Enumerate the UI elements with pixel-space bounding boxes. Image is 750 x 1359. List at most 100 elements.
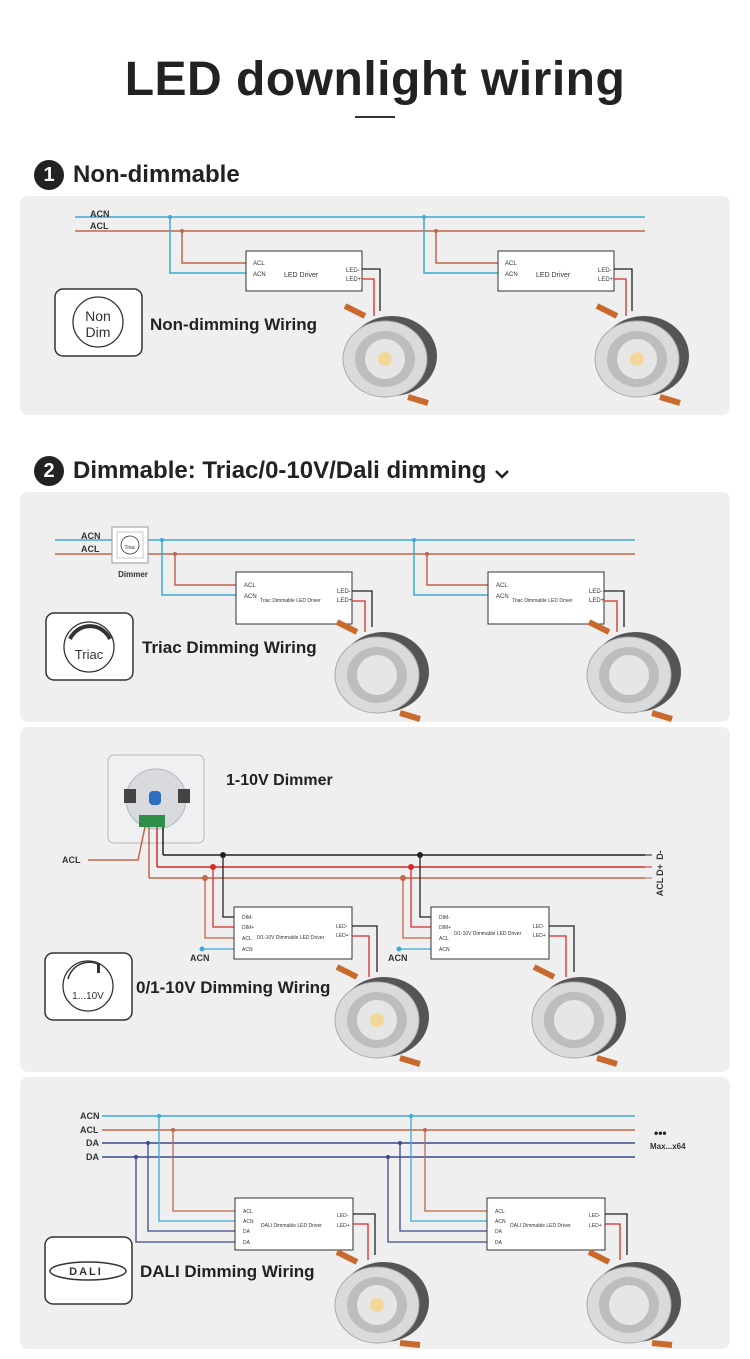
badge-text: 1...10V (72, 991, 104, 1002)
driver-input-dim-minus: DIM- (242, 915, 253, 921)
dimmer-label: Dimmer (118, 570, 148, 579)
driver-output-minus: LED- (337, 589, 351, 595)
driver-name: Triac Dimmable LED Driver (260, 598, 321, 604)
driver-input-acn: ACN (244, 594, 257, 600)
dali-dimming-diagram: ACN ACL DA DA ••• Max...x64 ACL ACN DA D… (44, 1111, 686, 1348)
driver-input-acn: ACN (243, 1219, 254, 1225)
acn-input-label: ACN (388, 953, 408, 963)
non-dimming-diagram: ACN ACL ACL ACN LED Driver LED- LED+ ACL… (54, 209, 689, 406)
downlight-icon (594, 303, 689, 406)
dali-driver-2: ACL ACN DA DA DALI Dimmable LED Driver L… (486, 1197, 606, 1251)
driver-output-plus: LED+ (337, 598, 353, 604)
driver-input-acn: ACN (505, 272, 518, 278)
downlight-icon (334, 964, 429, 1067)
downlight-icon (586, 1249, 681, 1348)
terminal-acl-label: ACL (655, 877, 665, 896)
terminal-d-minus-label: D- (655, 850, 665, 860)
wiring-caption: 0/1-10V Dimming Wiring (136, 978, 330, 997)
downlight-icon (531, 964, 626, 1067)
driver-input-da: DA (243, 1240, 251, 1246)
driver-input-acn: ACN (242, 947, 253, 953)
downlight-icon (334, 1249, 429, 1348)
dimmer-title: 1-10V Dimmer (226, 772, 333, 789)
driver-input-da: DA (243, 1229, 251, 1235)
driver-output-minus: LED- (337, 1213, 349, 1219)
dimmer-badge-text: Triac (125, 545, 136, 551)
downlight-icon (342, 303, 437, 406)
terminal-d-plus-label: D+ (655, 864, 665, 876)
triac-driver-1: ACL ACN Triac Dimmable LED Driver LED- L… (235, 571, 353, 625)
v010-dimmer-device (107, 754, 205, 844)
title-underline (355, 116, 395, 118)
driver-output-plus: LED+ (598, 277, 614, 283)
panel-0-10v: 1-10V Dimmer ACL D- D+ ACL ACN (20, 727, 730, 1072)
section-header-dimmable: 2 Dimmable: Triac/0-10V/Dali dimming (34, 456, 510, 486)
panel-triac: ACN ACL Triac Dimmer ACL ACN Triac Dimma… (20, 492, 730, 722)
dali-driver-1: ACL ACN DA DA DALI Dimmable LED Driver L… (234, 1197, 354, 1251)
driver-name: LED Driver (284, 272, 319, 279)
downlight-icon (334, 619, 429, 722)
led-driver-2: ACL ACN LED Driver LED- LED+ (497, 250, 615, 292)
driver-input-acl: ACL (495, 1209, 505, 1215)
section-number-badge: 1 (34, 160, 64, 190)
badge-text-dim: Dim (86, 324, 111, 340)
wiring-caption: DALI Dimming Wiring (140, 1262, 315, 1281)
driver-output-minus: LED- (589, 1213, 601, 1219)
v010-dimming-diagram: 1-10V Dimmer ACL D- D+ ACL ACN (44, 754, 665, 1067)
driver-output-minus: LED- (589, 589, 603, 595)
driver-output-plus: LED+ (533, 933, 546, 939)
driver-name: Triac Dimmable LED Driver (512, 598, 573, 604)
acl-input-label: ACL (62, 855, 81, 865)
driver-output-minus: LED- (346, 268, 360, 274)
badge-text-non: Non (85, 308, 111, 324)
wiring-caption: Non-dimming Wiring (150, 315, 317, 334)
triac-driver-2: ACL ACN Triac Dimmable LED Driver LED- L… (487, 571, 605, 625)
page-title: LED downlight wiring (124, 53, 626, 106)
more-indicator: ••• (654, 1126, 667, 1140)
driver-input-dim-plus: DIM+ (242, 925, 254, 931)
driver-name: 0/1-10V Dimmable LED Driver (454, 931, 522, 937)
wire-acn-label: ACN (81, 531, 101, 541)
section-number-badge: 2 (34, 456, 64, 486)
driver-output-minus: LED- (598, 268, 612, 274)
driver-name: DALI Dimmable LED Driver (261, 1223, 322, 1229)
wiring-caption: Triac Dimming Wiring (142, 638, 317, 657)
section-title: Non-dimmable (73, 161, 240, 188)
driver-name: 0/1-10V Dimmable LED Driver (257, 935, 325, 941)
driver-input-acl: ACL (496, 583, 508, 589)
driver-name: DALI Dimmable LED Driver (510, 1223, 571, 1229)
badge-text: Triac (75, 647, 104, 662)
section-header-non-dimmable: 1 Non-dimmable (34, 160, 240, 190)
wire-acl: ACL (75, 221, 645, 232)
driver-input-acn: ACN (439, 947, 450, 953)
v010-badge: 1...10V (44, 952, 133, 1021)
triac-dimmer: Triac Dimmer (111, 526, 149, 579)
section-title: Dimmable: Triac/0-10V/Dali dimming (73, 457, 487, 484)
driver-output-minus: LED- (336, 924, 348, 930)
triac-dimming-diagram: ACN ACL Triac Dimmer ACL ACN Triac Dimma… (45, 526, 681, 722)
driver-input-acn: ACN (496, 594, 509, 600)
driver-output-plus: LED+ (346, 277, 362, 283)
driver-input-acn: ACN (495, 1219, 506, 1225)
v010-driver-2: DIM- DIM+ ACL ACN 0/1-10V Dimmable LED D… (430, 906, 550, 960)
triac-badge: Triac (45, 612, 134, 681)
driver-input-acl: ACL (243, 1209, 253, 1215)
driver-output-plus: LED+ (336, 933, 349, 939)
acn-input-label: ACN (190, 953, 210, 963)
chevron-down-icon (495, 470, 510, 479)
non-dim-badge: Non Dim (54, 288, 143, 357)
v010-driver-1: DIM- DIM+ ACL ACN 0/1-10V Dimmable LED D… (233, 906, 353, 960)
driver-output-plus: LED+ (337, 1223, 350, 1229)
driver-output-plus: LED+ (589, 598, 605, 604)
driver-output-minus: LED- (533, 924, 545, 930)
wire-acl-label: ACL (90, 221, 109, 231)
wire-da-label: DA (86, 1138, 99, 1148)
dali-badge: DALI (44, 1236, 133, 1305)
wire-acn-label: ACN (80, 1111, 100, 1121)
led-driver-1: ACL ACN LED Driver LED- LED+ (245, 250, 363, 292)
downlight-icon (586, 619, 681, 722)
driver-input-acl: ACL (242, 936, 252, 942)
panel-dali: ACN ACL DA DA ••• Max...x64 ACL ACN DA D… (20, 1077, 730, 1349)
driver-input-acl: ACL (439, 936, 449, 942)
wire-acn-label: ACN (90, 209, 110, 219)
